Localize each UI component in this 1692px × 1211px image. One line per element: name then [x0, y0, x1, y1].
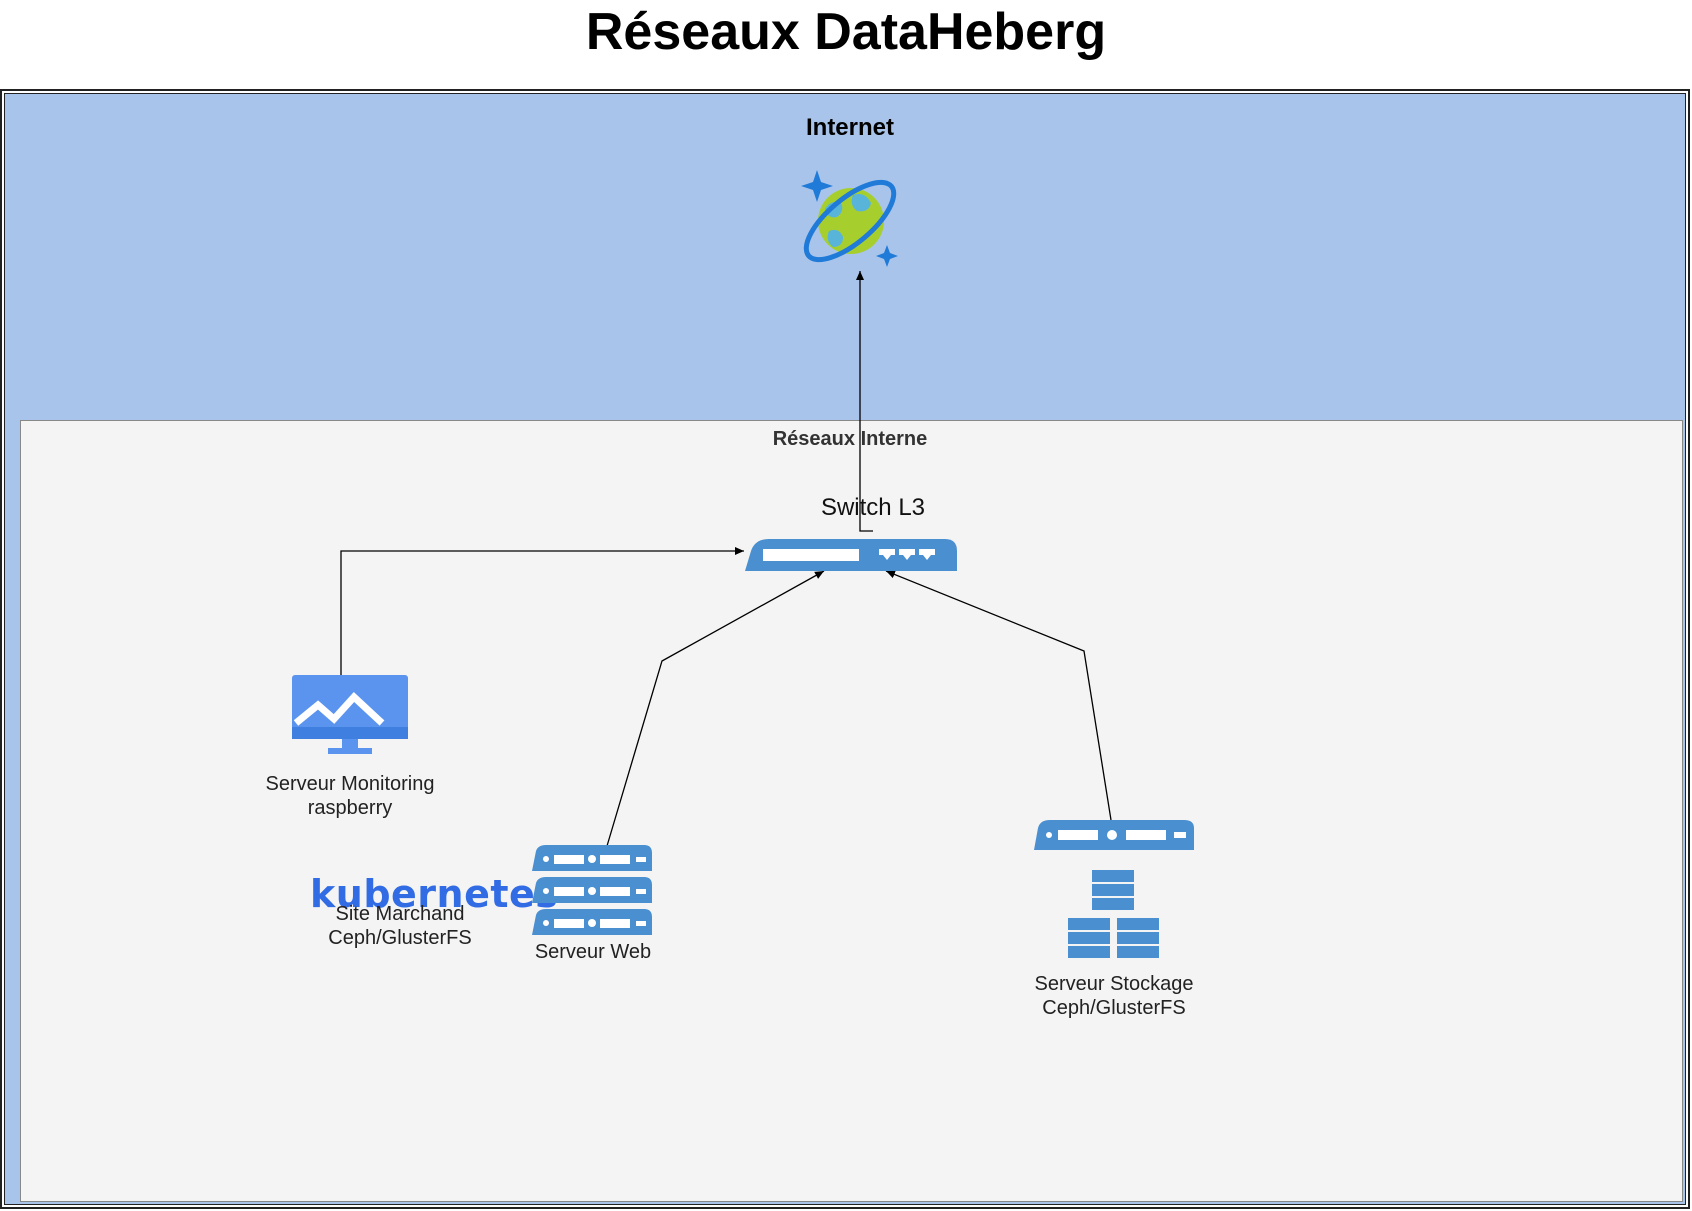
link-monitoring-switch [340, 547, 744, 676]
cosmos-globe-icon [801, 170, 898, 267]
site-label-line2: Ceph/GlusterFS [328, 927, 472, 949]
link-storage-switch [885, 570, 1112, 821]
monitoring-label-line2: raspberry [307, 797, 393, 819]
web-server-label: Serveur Web [534, 941, 652, 963]
internal-zone-label: Réseaux Interne [772, 428, 928, 450]
kubernetes-logo: kubernetes [310, 872, 559, 916]
monitoring-label-line1: Serveur Monitoring [265, 773, 435, 795]
link-switch-internet [856, 271, 873, 532]
diagram-title: Réseaux DataHeberg [585, 3, 1107, 61]
switch-icon [745, 539, 957, 571]
monitoring-label: Serveur Monitoring raspberry [240, 772, 460, 820]
internet-zone-label: Internet [805, 114, 894, 141]
site-marchand-label: Site Marchand Ceph/GlusterFS [300, 902, 500, 950]
storage-server-icon [1034, 820, 1194, 958]
storage-label-line1: Serveur Stockage [1034, 973, 1194, 995]
link-web-switch [606, 570, 825, 847]
site-label-line1: Site Marchand [335, 903, 465, 925]
monitor-icon [292, 675, 408, 754]
switch-label: Switch L3 [820, 494, 926, 521]
storage-label-line2: Ceph/GlusterFS [1042, 997, 1186, 1019]
storage-server-label: Serveur Stockage Ceph/GlusterFS [1004, 972, 1224, 1020]
web-server-icon [532, 845, 652, 935]
